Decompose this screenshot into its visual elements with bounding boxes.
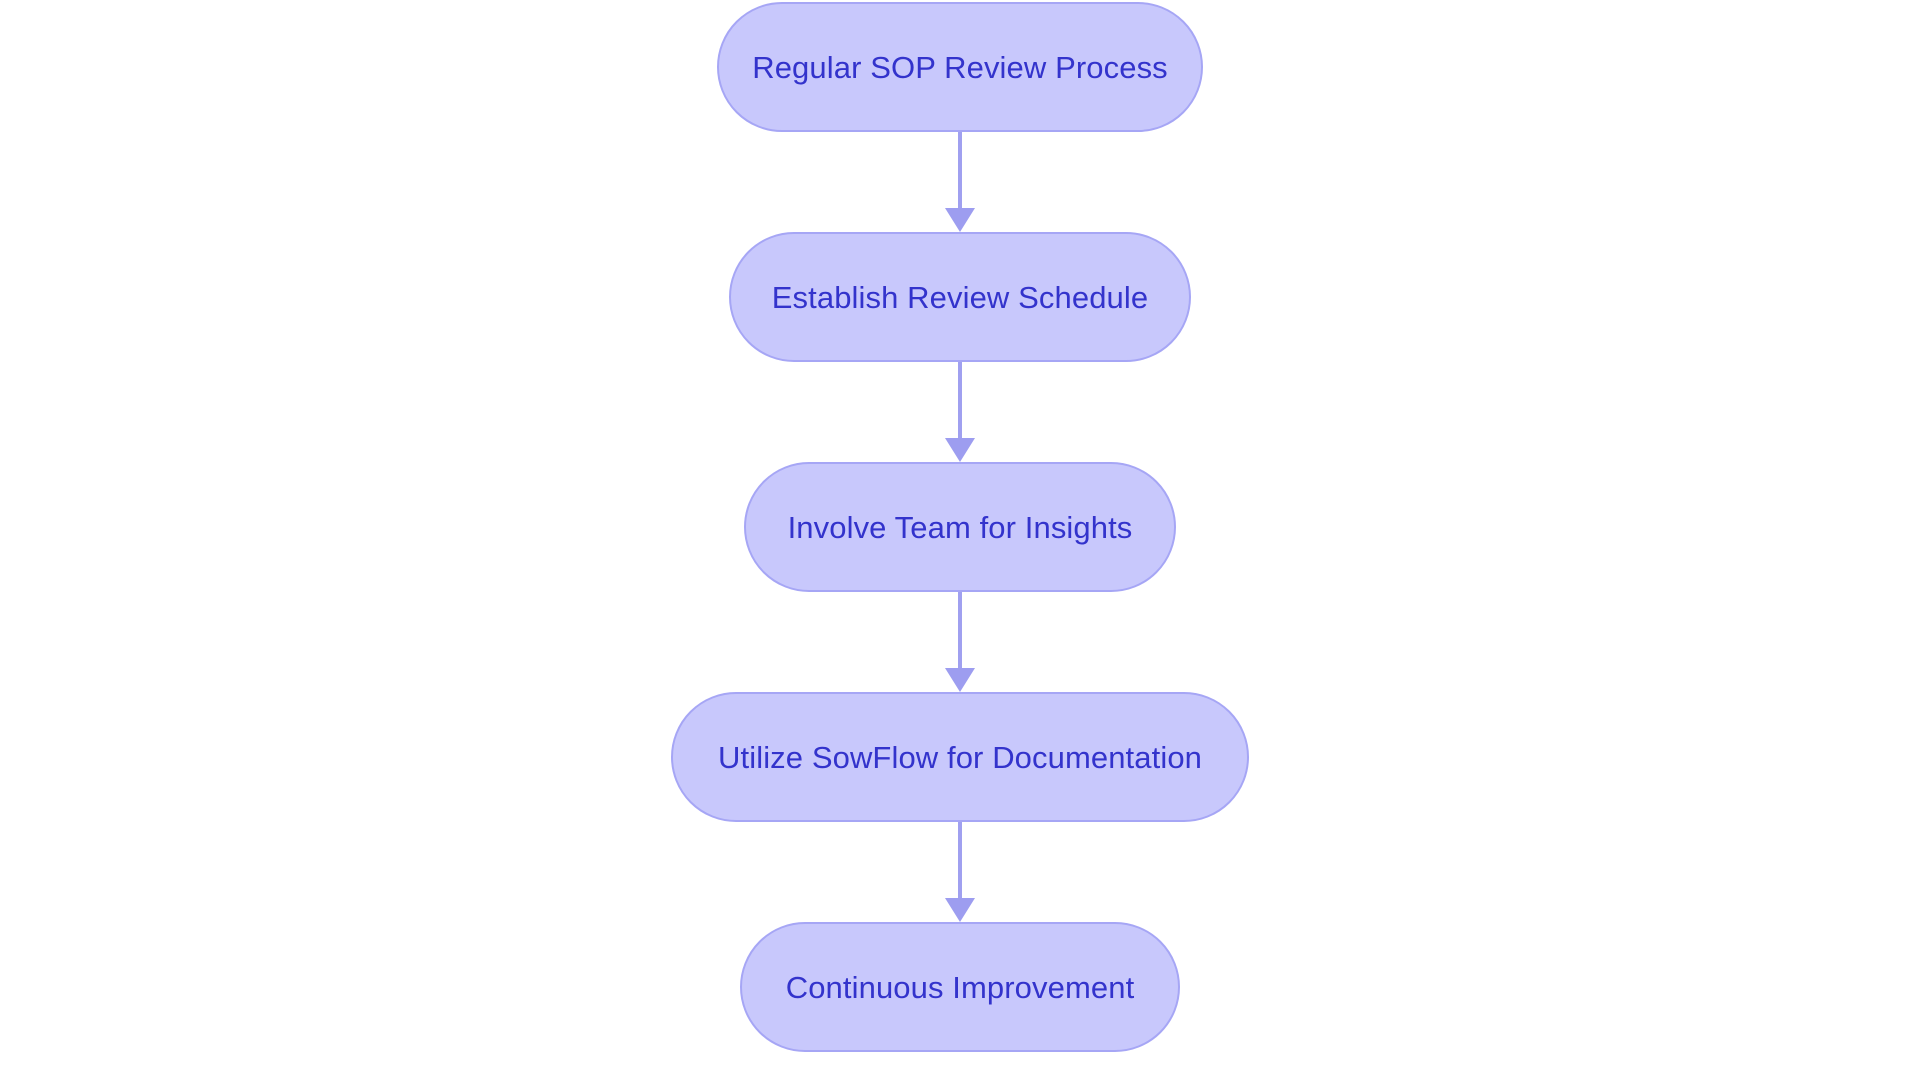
flowchart-edge-1 <box>940 132 980 232</box>
edge-line <box>958 592 962 670</box>
flowchart-node-label: Continuous Improvement <box>785 969 1135 1005</box>
arrowhead-icon <box>945 898 975 922</box>
flowchart-node-establish-review-schedule[interactable]: Establish Review Schedule <box>729 232 1191 362</box>
flowchart-node-label: Establish Review Schedule <box>771 279 1149 315</box>
flowchart-node-regular-sop-review-process[interactable]: Regular SOP Review Process <box>717 2 1203 132</box>
flowchart-edge-4 <box>940 822 980 922</box>
flowchart-node-label: Involve Team for Insights <box>787 509 1133 545</box>
flowchart-node-label: Regular SOP Review Process <box>752 49 1168 85</box>
edge-line <box>958 362 962 440</box>
flowchart-node-involve-team-for-insights[interactable]: Involve Team for Insights <box>744 462 1176 592</box>
arrowhead-icon <box>945 438 975 462</box>
flowchart-edge-2 <box>940 362 980 462</box>
edge-line <box>958 132 962 210</box>
flowchart-edge-3 <box>940 592 980 692</box>
flowchart-node-label: Utilize SowFlow for Documentation <box>718 739 1202 775</box>
arrowhead-icon <box>945 208 975 232</box>
flowchart-node-continuous-improvement[interactable]: Continuous Improvement <box>740 922 1180 1052</box>
arrowhead-icon <box>945 668 975 692</box>
edge-line <box>958 822 962 900</box>
flowchart-node-utilize-sowflow-for-documentation[interactable]: Utilize SowFlow for Documentation <box>671 692 1249 822</box>
